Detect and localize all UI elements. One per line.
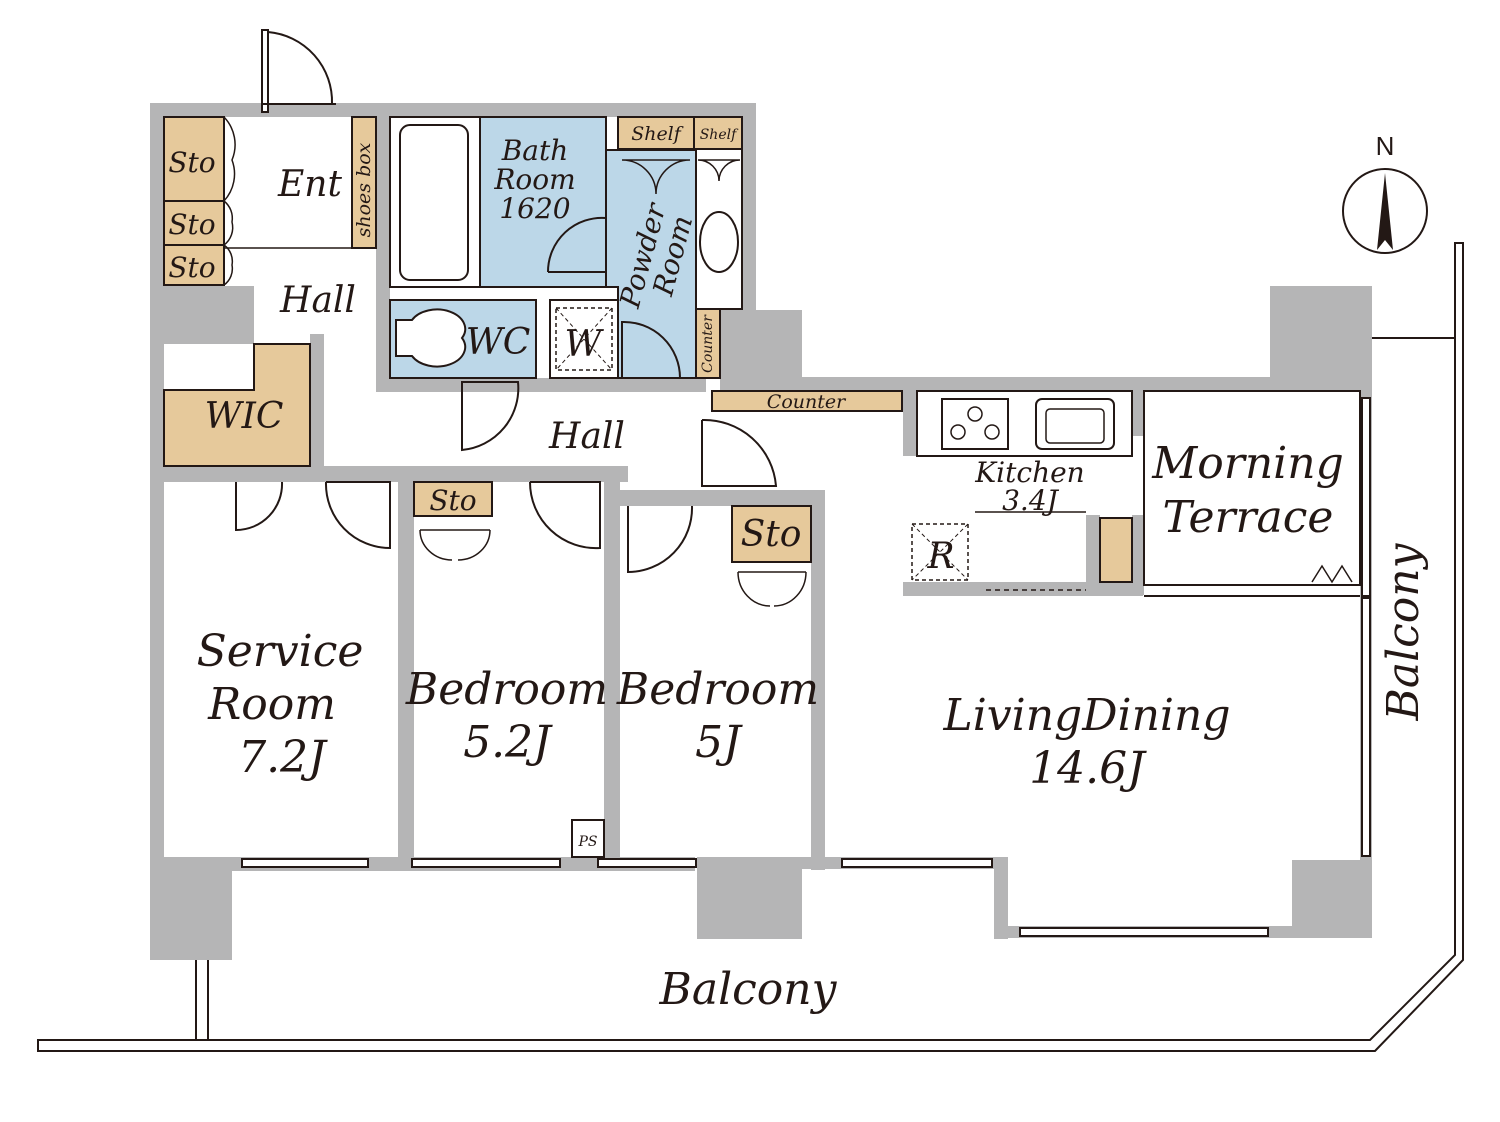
counter-vertical xyxy=(695,308,721,379)
terrace-steps xyxy=(1311,564,1353,584)
bedroom-door-swings xyxy=(235,481,807,607)
kitchen-storage xyxy=(1099,517,1133,583)
label-sto-bedroom2: Sto xyxy=(741,514,802,555)
label-morning-2: Terrace xyxy=(1163,492,1334,543)
washer-cross xyxy=(555,307,613,371)
label-bedroom2-2: 5J xyxy=(695,717,743,768)
label-balcony-right: Balcony xyxy=(1378,542,1429,721)
label-bedroom1-1: Bedroom xyxy=(405,664,608,715)
label-kitchen-1: Kitchen xyxy=(974,456,1084,489)
bath-door xyxy=(546,216,607,273)
label-sto-1: Sto xyxy=(168,146,215,179)
bath-room xyxy=(479,116,607,288)
storage-bedroom2 xyxy=(731,505,812,563)
label-shoes-box: shoes box xyxy=(353,142,375,237)
label-sto-2: Sto xyxy=(168,208,215,241)
label-service-2: Room xyxy=(207,679,336,730)
label-morning-1: Morning xyxy=(1151,438,1344,489)
label-r: R xyxy=(926,536,954,577)
label-living-1: LivingDining xyxy=(943,690,1231,741)
label-bath-1: Bath xyxy=(501,134,569,167)
label-bath-3: 1620 xyxy=(499,192,570,225)
north-compass: N xyxy=(1342,131,1428,254)
label-counter-horizontal: Counter xyxy=(767,391,847,413)
powder-door-swings xyxy=(621,159,741,379)
shoes-box xyxy=(351,116,377,249)
bathtub xyxy=(399,124,469,281)
balcony-outline xyxy=(37,242,1464,1052)
label-hall-lower: Hall xyxy=(548,416,625,457)
entrance-door xyxy=(261,29,336,113)
ps-shaft xyxy=(571,819,605,858)
label-sto-3: Sto xyxy=(168,251,215,284)
label-w: W xyxy=(564,324,604,365)
fridge-space xyxy=(911,523,969,581)
label-wic: WIC xyxy=(205,396,284,437)
sink-basin xyxy=(699,211,739,273)
storage-sto-1 xyxy=(163,116,225,202)
hall-door-swings xyxy=(461,381,778,487)
morning-terrace xyxy=(1143,390,1361,586)
label-service-1: Service xyxy=(197,626,364,677)
label-balcony-bottom: Balcony xyxy=(659,964,838,1015)
label-bedroom1-2: 5.2J xyxy=(463,717,553,768)
label-counter-vertical: Counter xyxy=(700,314,716,373)
toilet xyxy=(395,308,467,368)
label-bedroom2-1: Bedroom xyxy=(616,664,819,715)
wic xyxy=(163,343,311,467)
label-living-2: 14.6J xyxy=(1029,743,1147,794)
stove xyxy=(941,398,1009,450)
label-ps: PS xyxy=(577,834,597,850)
label-shelf-2: Shelf xyxy=(700,127,739,143)
sink-bowl xyxy=(1045,408,1105,444)
label-wc: WC xyxy=(466,322,531,363)
counter-horizontal xyxy=(711,390,903,412)
stove-burners xyxy=(950,406,1000,440)
label-sto-bedroom1: Sto xyxy=(429,484,476,517)
storage-sto-3 xyxy=(163,244,225,286)
storage-bedroom1 xyxy=(413,481,493,517)
storage-door-swings xyxy=(223,116,352,286)
windows xyxy=(241,397,1371,937)
kitchen-sink xyxy=(1035,398,1115,450)
label-service-3: 7.2J xyxy=(238,732,328,783)
north-label: N xyxy=(1376,131,1395,161)
label-shelf-1: Shelf xyxy=(631,123,684,145)
label-ent: Ent xyxy=(277,164,342,205)
label-kitchen-2: 3.4J xyxy=(1002,484,1060,517)
label-bath-2: Room xyxy=(493,163,575,196)
label-hall-upper: Hall xyxy=(279,280,356,321)
storage-sto-2 xyxy=(163,200,225,246)
